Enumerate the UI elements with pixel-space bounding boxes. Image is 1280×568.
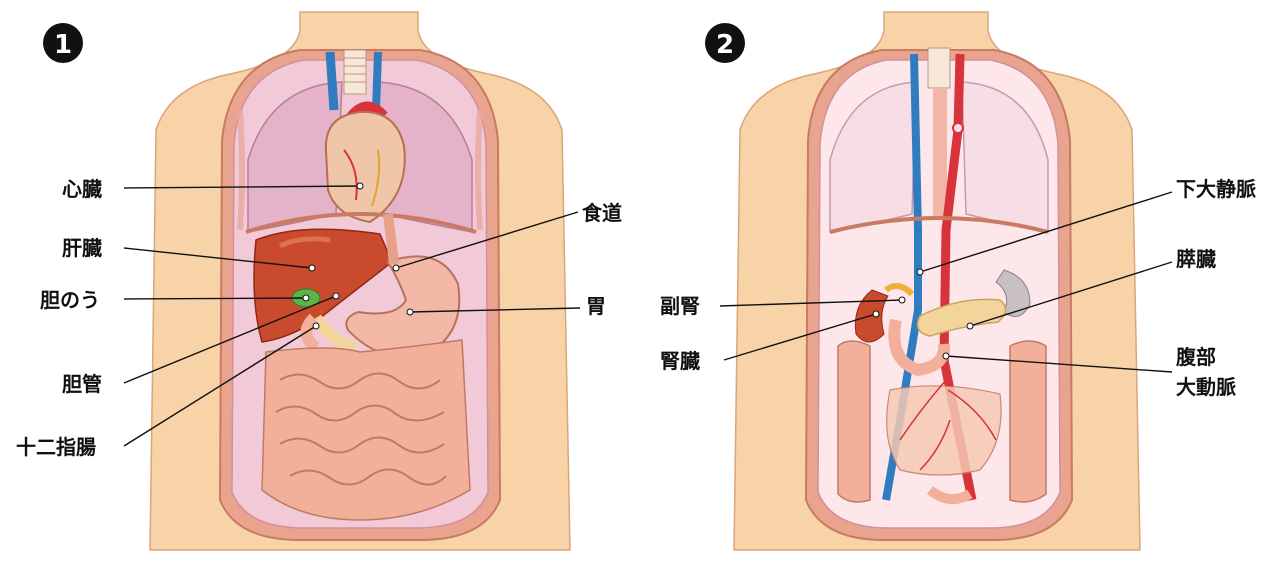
- panel-2-figure: [733, 11, 1141, 551]
- label-kidney: 腎臓: [660, 349, 700, 373]
- label-bile-duct: 胆管: [62, 372, 102, 396]
- label-esophagus: 食道: [582, 201, 622, 225]
- label-stomach: 胃: [586, 294, 606, 318]
- panel-2-intestines: [837, 340, 1047, 503]
- label-aorta-line2: 大動脈: [1176, 375, 1236, 399]
- label-duodenum: 十二指腸: [16, 435, 96, 459]
- panel-2-left-lung: [829, 81, 917, 233]
- label-heart: 心臓: [62, 177, 102, 201]
- panel-1-number-badge: 1: [43, 23, 83, 63]
- panel-2-labels: 下大静脈 膵臓 副腎 腎臓 腹部 大動脈: [660, 177, 1256, 399]
- label-ivc: 下大静脈: [1176, 177, 1256, 201]
- panel-1-stomach: [345, 255, 461, 359]
- panel-2-number-badge: 2: [705, 23, 745, 63]
- panel-1-intestines: [261, 339, 471, 521]
- panel-1-figure: [149, 11, 571, 551]
- panel-1-number: 1: [54, 30, 72, 60]
- panel-2-left-kidney: [995, 269, 1031, 317]
- label-aorta-line1: 腹部: [1176, 345, 1216, 369]
- label-liver: 肝臓: [62, 236, 102, 260]
- label-gallbladder: 胆のう: [40, 288, 100, 312]
- panel-1-liver: [253, 228, 393, 343]
- label-adrenal: 副腎: [660, 294, 700, 318]
- panel-2-number: 2: [716, 30, 734, 60]
- label-pancreas: 膵臓: [1176, 247, 1216, 271]
- panel-2-pancreas: [916, 298, 1007, 337]
- panel-1-labels: 心臓 肝臓 胆のう 胆管 十二指腸 食道 胃: [16, 177, 622, 459]
